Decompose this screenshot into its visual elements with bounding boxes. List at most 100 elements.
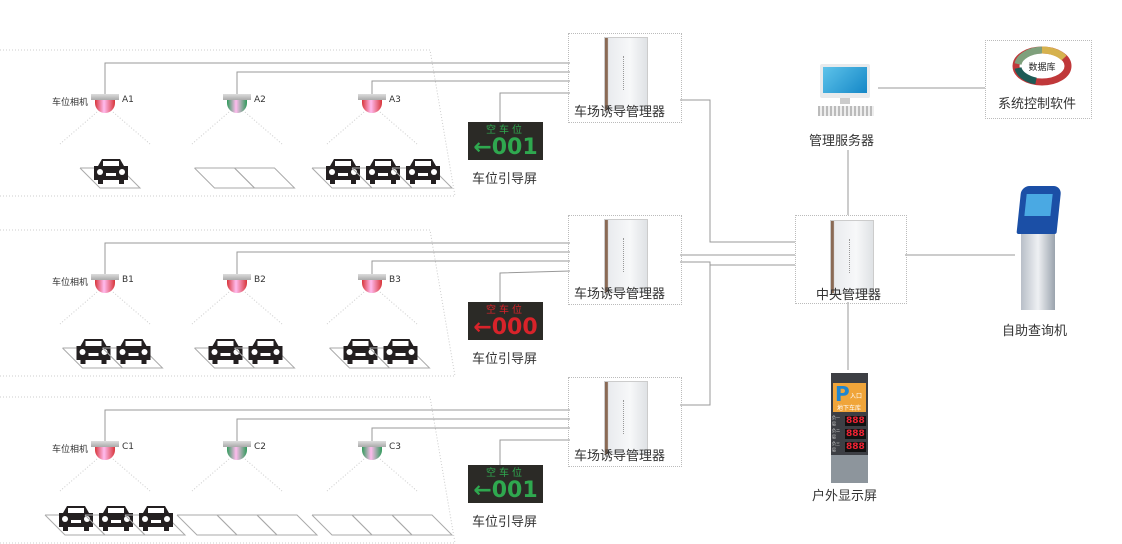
parking-space — [256, 514, 319, 536]
camera-id: C3 — [389, 442, 402, 452]
camera-id: A2 — [254, 95, 266, 105]
camera-id: C1 — [122, 442, 135, 452]
camera-beam — [191, 111, 230, 145]
management-server — [818, 64, 878, 120]
central-manager-label: 中央管理器 — [816, 288, 882, 303]
camera-beam — [326, 291, 365, 325]
guidance-screen: 空车位←001 — [468, 122, 543, 160]
parking-camera-A2 — [223, 94, 251, 114]
camera-wire — [371, 427, 570, 441]
guidance-screen-label: 车位引导屏 — [472, 515, 538, 530]
parking-space — [391, 514, 454, 536]
kiosk-icon — [1015, 186, 1063, 311]
cabinet-icon — [604, 219, 648, 293]
camera-beam — [112, 291, 151, 325]
car-icon — [99, 506, 133, 531]
zone-boundary — [0, 229, 456, 377]
camera-id: A1 — [122, 95, 134, 105]
zone-boundary — [0, 49, 456, 197]
cabinet-icon — [604, 381, 648, 455]
camera-wire — [236, 418, 570, 441]
kiosk-label: 自助查询机 — [1002, 324, 1068, 339]
camera-beam — [244, 458, 283, 492]
camera-light-icon — [362, 100, 382, 113]
guidance-screen-label: 车位引导屏 — [472, 352, 538, 367]
car-icon — [343, 339, 378, 364]
camera-wire — [104, 409, 570, 441]
parking-camera-C3 — [358, 441, 386, 461]
camera-id: A3 — [389, 95, 401, 105]
car-icon — [248, 339, 283, 364]
camera-beam — [326, 111, 365, 145]
car-icon — [383, 339, 418, 364]
parking-camera-B1 — [91, 274, 119, 294]
camera-beam — [191, 458, 230, 492]
camera-light-icon — [95, 280, 115, 293]
database-ring-icon: 数据库 — [1012, 46, 1072, 86]
car-icon — [406, 159, 440, 184]
parking-space — [176, 514, 239, 536]
camera-beam — [244, 291, 283, 325]
camera-beam — [379, 291, 418, 325]
manager-link — [680, 261, 795, 266]
guidance-screen: 空车位←001 — [468, 465, 543, 503]
camera-beam — [379, 111, 418, 145]
lot-guidance-manager: 车场诱导管理器 — [568, 215, 682, 305]
outdoor-label: 户外显示屏 — [812, 489, 878, 504]
central-manager: 中央管理器 — [795, 215, 907, 304]
parking-camera-B2 — [223, 274, 251, 294]
svg-text:数据库: 数据库 — [1028, 61, 1055, 73]
car-icon — [94, 159, 128, 184]
parking-sign: P 入口 地下车库 — [833, 382, 866, 412]
camera-label: 车位相机 — [52, 445, 89, 455]
camera-wire — [371, 260, 570, 274]
control-software: 数据库 系统控制软件 — [985, 40, 1092, 119]
camera-wire — [104, 62, 570, 94]
parking-camera-A1 — [91, 94, 119, 114]
camera-beam — [326, 458, 365, 492]
parking-space — [194, 167, 256, 189]
manager-link — [680, 99, 795, 243]
car-icon — [76, 339, 111, 364]
camera-light-icon — [362, 447, 382, 460]
screen-wire — [499, 439, 570, 465]
server-label: 管理服务器 — [809, 134, 875, 149]
lot-guidance-manager: 车场诱导管理器 — [568, 377, 682, 467]
car-icon — [208, 339, 243, 364]
parking-space — [216, 514, 279, 536]
guidance-screen: 空车位←000 — [468, 302, 543, 340]
parking-camera-B3 — [358, 274, 386, 294]
parking-camera-C1 — [91, 441, 119, 461]
car-icon — [59, 506, 93, 531]
camera-light-icon — [227, 280, 247, 293]
camera-beam — [112, 458, 151, 492]
camera-wire — [236, 251, 570, 274]
parking-space — [311, 514, 374, 536]
car-icon — [139, 506, 173, 531]
camera-beam — [59, 458, 98, 492]
camera-beam — [191, 291, 230, 325]
camera-light-icon — [95, 447, 115, 460]
camera-light-icon — [227, 100, 247, 113]
screen-wire — [499, 270, 571, 302]
parking-camera-C2 — [223, 441, 251, 461]
guidance-screen-label: 车位引导屏 — [472, 172, 538, 187]
car-icon — [116, 339, 151, 364]
camera-id: C2 — [254, 442, 267, 452]
camera-beam — [379, 458, 418, 492]
lot-guidance-manager: 车场诱导管理器 — [568, 33, 682, 123]
camera-beam — [244, 111, 283, 145]
parking-space — [351, 514, 414, 536]
camera-wire — [104, 242, 570, 274]
parking-space — [234, 167, 296, 189]
camera-wire — [371, 80, 570, 94]
cabinet-icon — [604, 37, 648, 111]
camera-label: 车位相机 — [52, 98, 89, 108]
keyboard-icon — [818, 106, 874, 116]
